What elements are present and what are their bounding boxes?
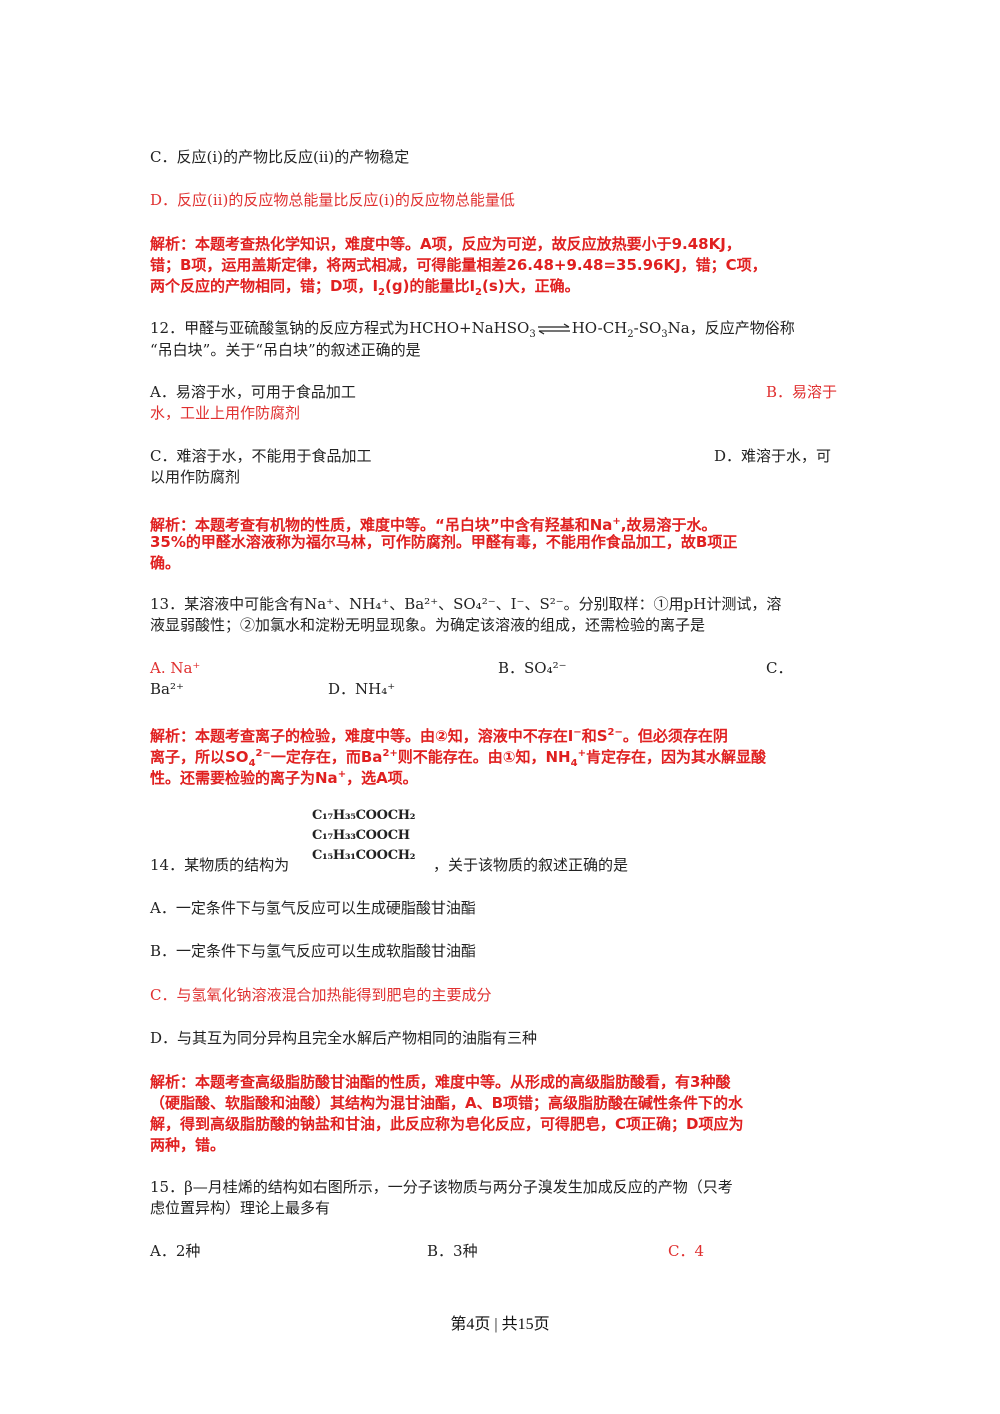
q12-explanation-line1: 解析：本题考查有机物的性质，难度中等。“吊白块”中含有羟基和Na+,故易溶于水。 — [150, 516, 717, 534]
q15-stem-line2: 虑位置异构）理论上最多有 — [150, 1199, 331, 1217]
formula-line-2: C₁₇H₃₃COOCH — [312, 828, 410, 843]
q13-option-b: B．SO₄²⁻ — [498, 659, 567, 677]
q12-explanation-line3: 确。 — [150, 554, 181, 572]
q12-option-b-part2: 水，工业上用作防腐剂 — [150, 404, 301, 422]
formula-line-3: C₁₅H₃₁COOCH₂ — [312, 848, 416, 863]
q12-option-c: C．难溶于水，不能用于食品加工 — [150, 447, 372, 465]
q14-explanation-line2: （硬脂酸、软脂酸和油酸）其结构为混甘油酯，A、B项错；高级脂肪酸在碱性条件下的水 — [150, 1094, 744, 1112]
q12-option-b-part1: B．易溶于 — [766, 383, 838, 401]
q15-option-a: A．2种 — [150, 1242, 201, 1260]
q11-option-d: D．反应(ii)的反应物总能量比反应(i)的反应物总能量低 — [150, 191, 515, 209]
q14-option-d: D．与其互为同分异构且完全水解后产物相同的油脂有三种 — [150, 1029, 538, 1047]
q12-stem-line2: “吊白块”。关于“吊白块”的叙述正确的是 — [150, 341, 421, 359]
formula-line-1: C₁₇H₃₅COOCH₂ — [312, 808, 416, 823]
q12-explanation-line2: 35%的甲醛水溶液称为福尔马林，可作防腐剂。甲醛有毒，不能用作食品加工，故B项正 — [150, 533, 738, 551]
q13-option-c-part1: C． — [766, 659, 793, 677]
triglyceride-structure-formula: C₁₇H₃₅COOCH₂ C₁₇H₃₃COOCH C₁₅H₃₁COOCH₂ — [312, 806, 430, 868]
q14-option-b: B．一定条件下与氢气反应可以生成软脂酸甘油酯 — [150, 942, 477, 960]
q13-stem-line1: 13．某溶液中可能含有Na⁺、NH₄⁺、Ba²⁺、SO₄²⁻、I⁻、S²⁻。分别… — [150, 595, 782, 613]
q13-option-c-part2: Ba²⁺ — [150, 680, 184, 698]
q15-option-b: B．3种 — [427, 1242, 478, 1260]
q14-explanation-line1: 解析：本题考查高级脂肪酸甘油酯的性质，难度中等。从形成的高级脂肪酸看，有3种酸 — [150, 1073, 731, 1091]
q15-option-c: C．4 — [668, 1242, 705, 1260]
q14-stem-part1: 14．某物质的结构为 — [150, 856, 290, 874]
q13-option-d: D．NH₄⁺ — [328, 680, 396, 698]
q13-option-a: A. Na⁺ — [150, 659, 201, 677]
q13-explanation-line1: 解析：本题考查离子的检验，难度中等。由②知，溶液中不存在I−和S2−。但必须存在… — [150, 727, 728, 745]
q14-option-a: A．一定条件下与氢气反应可以生成硬脂酸甘油酯 — [150, 899, 476, 917]
q12-option-d-part2: 以用作防腐剂 — [150, 468, 241, 486]
q13-explanation-line3: 性。还需要检验的离子为Na+，选A项。 — [150, 769, 418, 787]
q11-explanation-line1: 解析：本题考查热化学知识，难度中等。A项，反应为可逆，故反应放热要小于9.48K… — [150, 235, 741, 253]
q11-explanation-line2: 错；B项，运用盖斯定律，将两式相减，可得能量相差26.48+9.48=35.96… — [150, 256, 767, 274]
q12-option-a: A．易溶于水，可用于食品加工 — [150, 383, 356, 401]
q12-option-d-part1: D．难溶于水，可 — [714, 447, 832, 465]
equilibrium-arrow-icon — [537, 323, 570, 335]
q14-explanation-line4: 两种，错。 — [150, 1136, 226, 1154]
q14-explanation-line3: 解，得到高级脂肪酸的钠盐和甘油，此反应称为皂化反应，可得肥皂，C项正确；D项应为 — [150, 1115, 744, 1133]
q14-option-c: C．与氢氧化钠溶液混合加热能得到肥皂的主要成分 — [150, 986, 492, 1004]
q13-explanation-line2: 离子，所以SO42−一定存在，而Ba2+则不能存在。由①知，NH4+肯定存在，因… — [150, 748, 766, 769]
q14-stem-part2: ，关于该物质的叙述正确的是 — [433, 856, 629, 874]
page-footer: 第4页 | 共15页 — [450, 1316, 550, 1333]
q11-explanation-line3: 两个反应的产物相同，错；D项，I2(g)的能量比I2(s)大，正确。 — [150, 277, 580, 298]
q13-stem-line2: 液显弱酸性；②加氯水和淀粉无明显现象。为确定该溶液的组成，还需检验的离子是 — [150, 616, 706, 634]
q11-option-c: C．反应(i)的产物比反应(ii)的产物稳定 — [150, 148, 410, 166]
q15-stem-line1: 15．β—月桂烯的结构如右图所示，一分子该物质与两分子溴发生加成反应的产物（只考 — [150, 1178, 733, 1196]
